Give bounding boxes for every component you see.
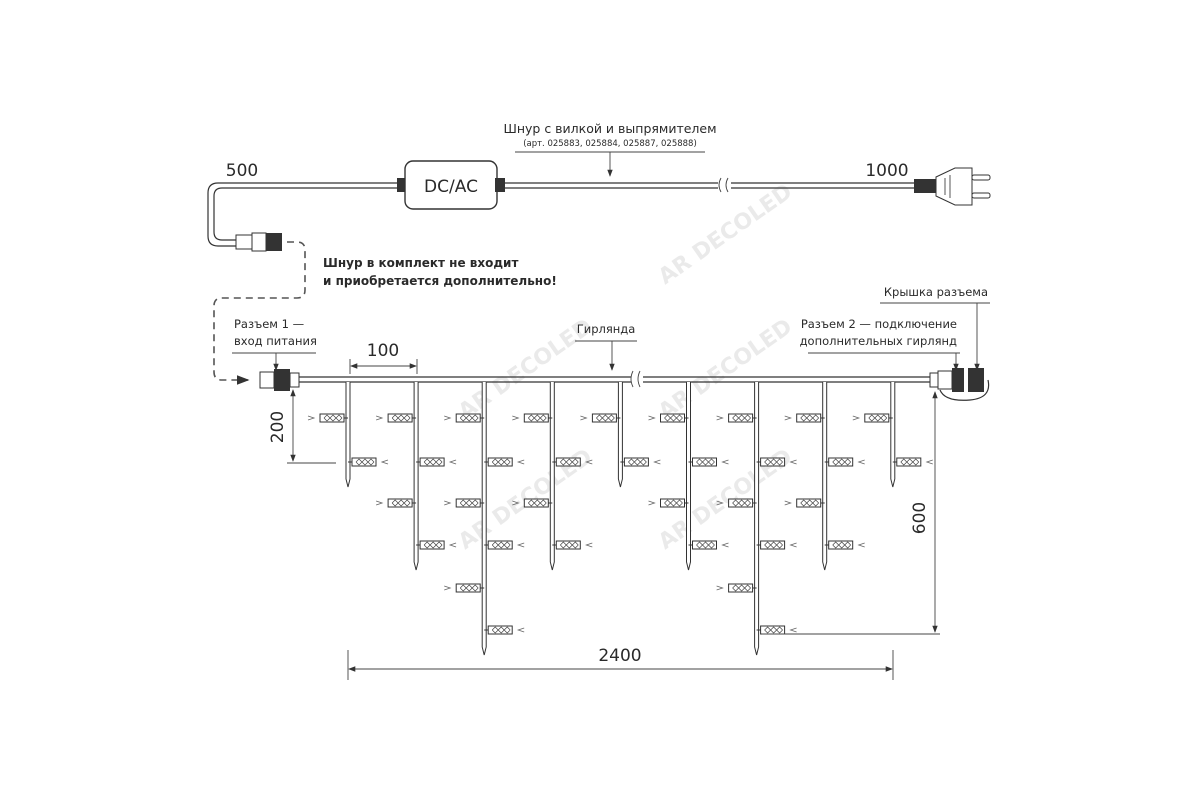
- led-icon: [416, 457, 457, 467]
- length-500: 500: [226, 161, 258, 181]
- led-icon: [348, 457, 389, 467]
- note-line2: и приобретается дополнительно!: [323, 274, 557, 288]
- led-icon: [444, 498, 485, 508]
- drop: [716, 382, 797, 656]
- led-icon: [512, 413, 553, 423]
- drop: [444, 382, 525, 656]
- led-icon: [784, 498, 825, 508]
- dimension-600: 600: [910, 502, 930, 534]
- watermark: AR DECOLED: [654, 179, 797, 290]
- connector2-icon: [929, 368, 990, 401]
- dimension-2400: 2400: [598, 646, 641, 666]
- led-icon: [756, 457, 797, 467]
- power-cord-articles: (арт. 025883, 025884, 025887, 025888): [523, 139, 697, 149]
- led-icon: [484, 625, 525, 635]
- led-icon: [444, 583, 485, 593]
- connector-cap-icon: [968, 368, 984, 392]
- note-line1: Шнур в комплект не входит: [323, 256, 518, 270]
- watermark: AR DECOLED: [654, 314, 797, 425]
- cap-label: Крышка разъема: [884, 285, 988, 299]
- led-icon: [580, 413, 621, 423]
- optional-cord-dashed-line: [213, 241, 306, 385]
- led-icon: [756, 625, 797, 635]
- length-1000: 1000: [865, 161, 908, 181]
- drop: [307, 382, 389, 488]
- power-cord-title: Шнур с вилкой и выпрямителем: [503, 121, 716, 136]
- connector1-icon: [259, 369, 300, 391]
- main-wire: [298, 370, 932, 388]
- led-icon: [648, 498, 689, 508]
- led-icon: [552, 457, 593, 467]
- drop: [648, 382, 729, 571]
- led-icon: [892, 457, 933, 467]
- connector2-line2: дополнительных гирлянд: [800, 334, 957, 348]
- drop: [852, 382, 933, 488]
- led-icon: [484, 457, 525, 467]
- garland-label: Гирлянда: [577, 322, 636, 336]
- connector2-line1: Разъем 2 — подключение: [801, 317, 957, 331]
- led-icon: [824, 540, 865, 550]
- watermark: AR DECOLED: [454, 314, 597, 425]
- power-cord: DC/AC: [207, 160, 991, 252]
- led-icon: [484, 540, 525, 550]
- led-icon: [512, 498, 553, 508]
- led-icon: [716, 498, 757, 508]
- led-icon: [648, 413, 689, 423]
- led-icon: [784, 413, 825, 423]
- connector1-line1: Разъем 1 —: [234, 317, 304, 331]
- dimension-200: 200: [268, 411, 288, 443]
- dimension-100: 100: [367, 341, 399, 361]
- led-icon: [552, 540, 593, 550]
- led-icon: [620, 457, 661, 467]
- led-icon: [716, 583, 757, 593]
- drops: [307, 382, 933, 656]
- drop: [375, 382, 457, 571]
- connector1-line2: вход питания: [234, 334, 317, 348]
- power-plug-icon: [914, 167, 991, 206]
- led-icon: [716, 413, 757, 423]
- cable-break-icon: [718, 177, 729, 193]
- plug-connector-icon: [235, 234, 253, 250]
- led-icon: [756, 540, 797, 550]
- led-icon: [375, 413, 417, 423]
- led-icon: [852, 413, 893, 423]
- drop: [784, 382, 865, 571]
- drop: [512, 382, 593, 571]
- adapter-label: DC/AC: [424, 177, 478, 197]
- led-icon: [688, 540, 729, 550]
- drop: [580, 382, 661, 488]
- led-icon: [375, 498, 417, 508]
- led-icon: [307, 413, 348, 423]
- led-icon: [444, 413, 485, 423]
- led-icon: [416, 540, 457, 550]
- led-icon: [824, 457, 865, 467]
- led-icon: [688, 457, 729, 467]
